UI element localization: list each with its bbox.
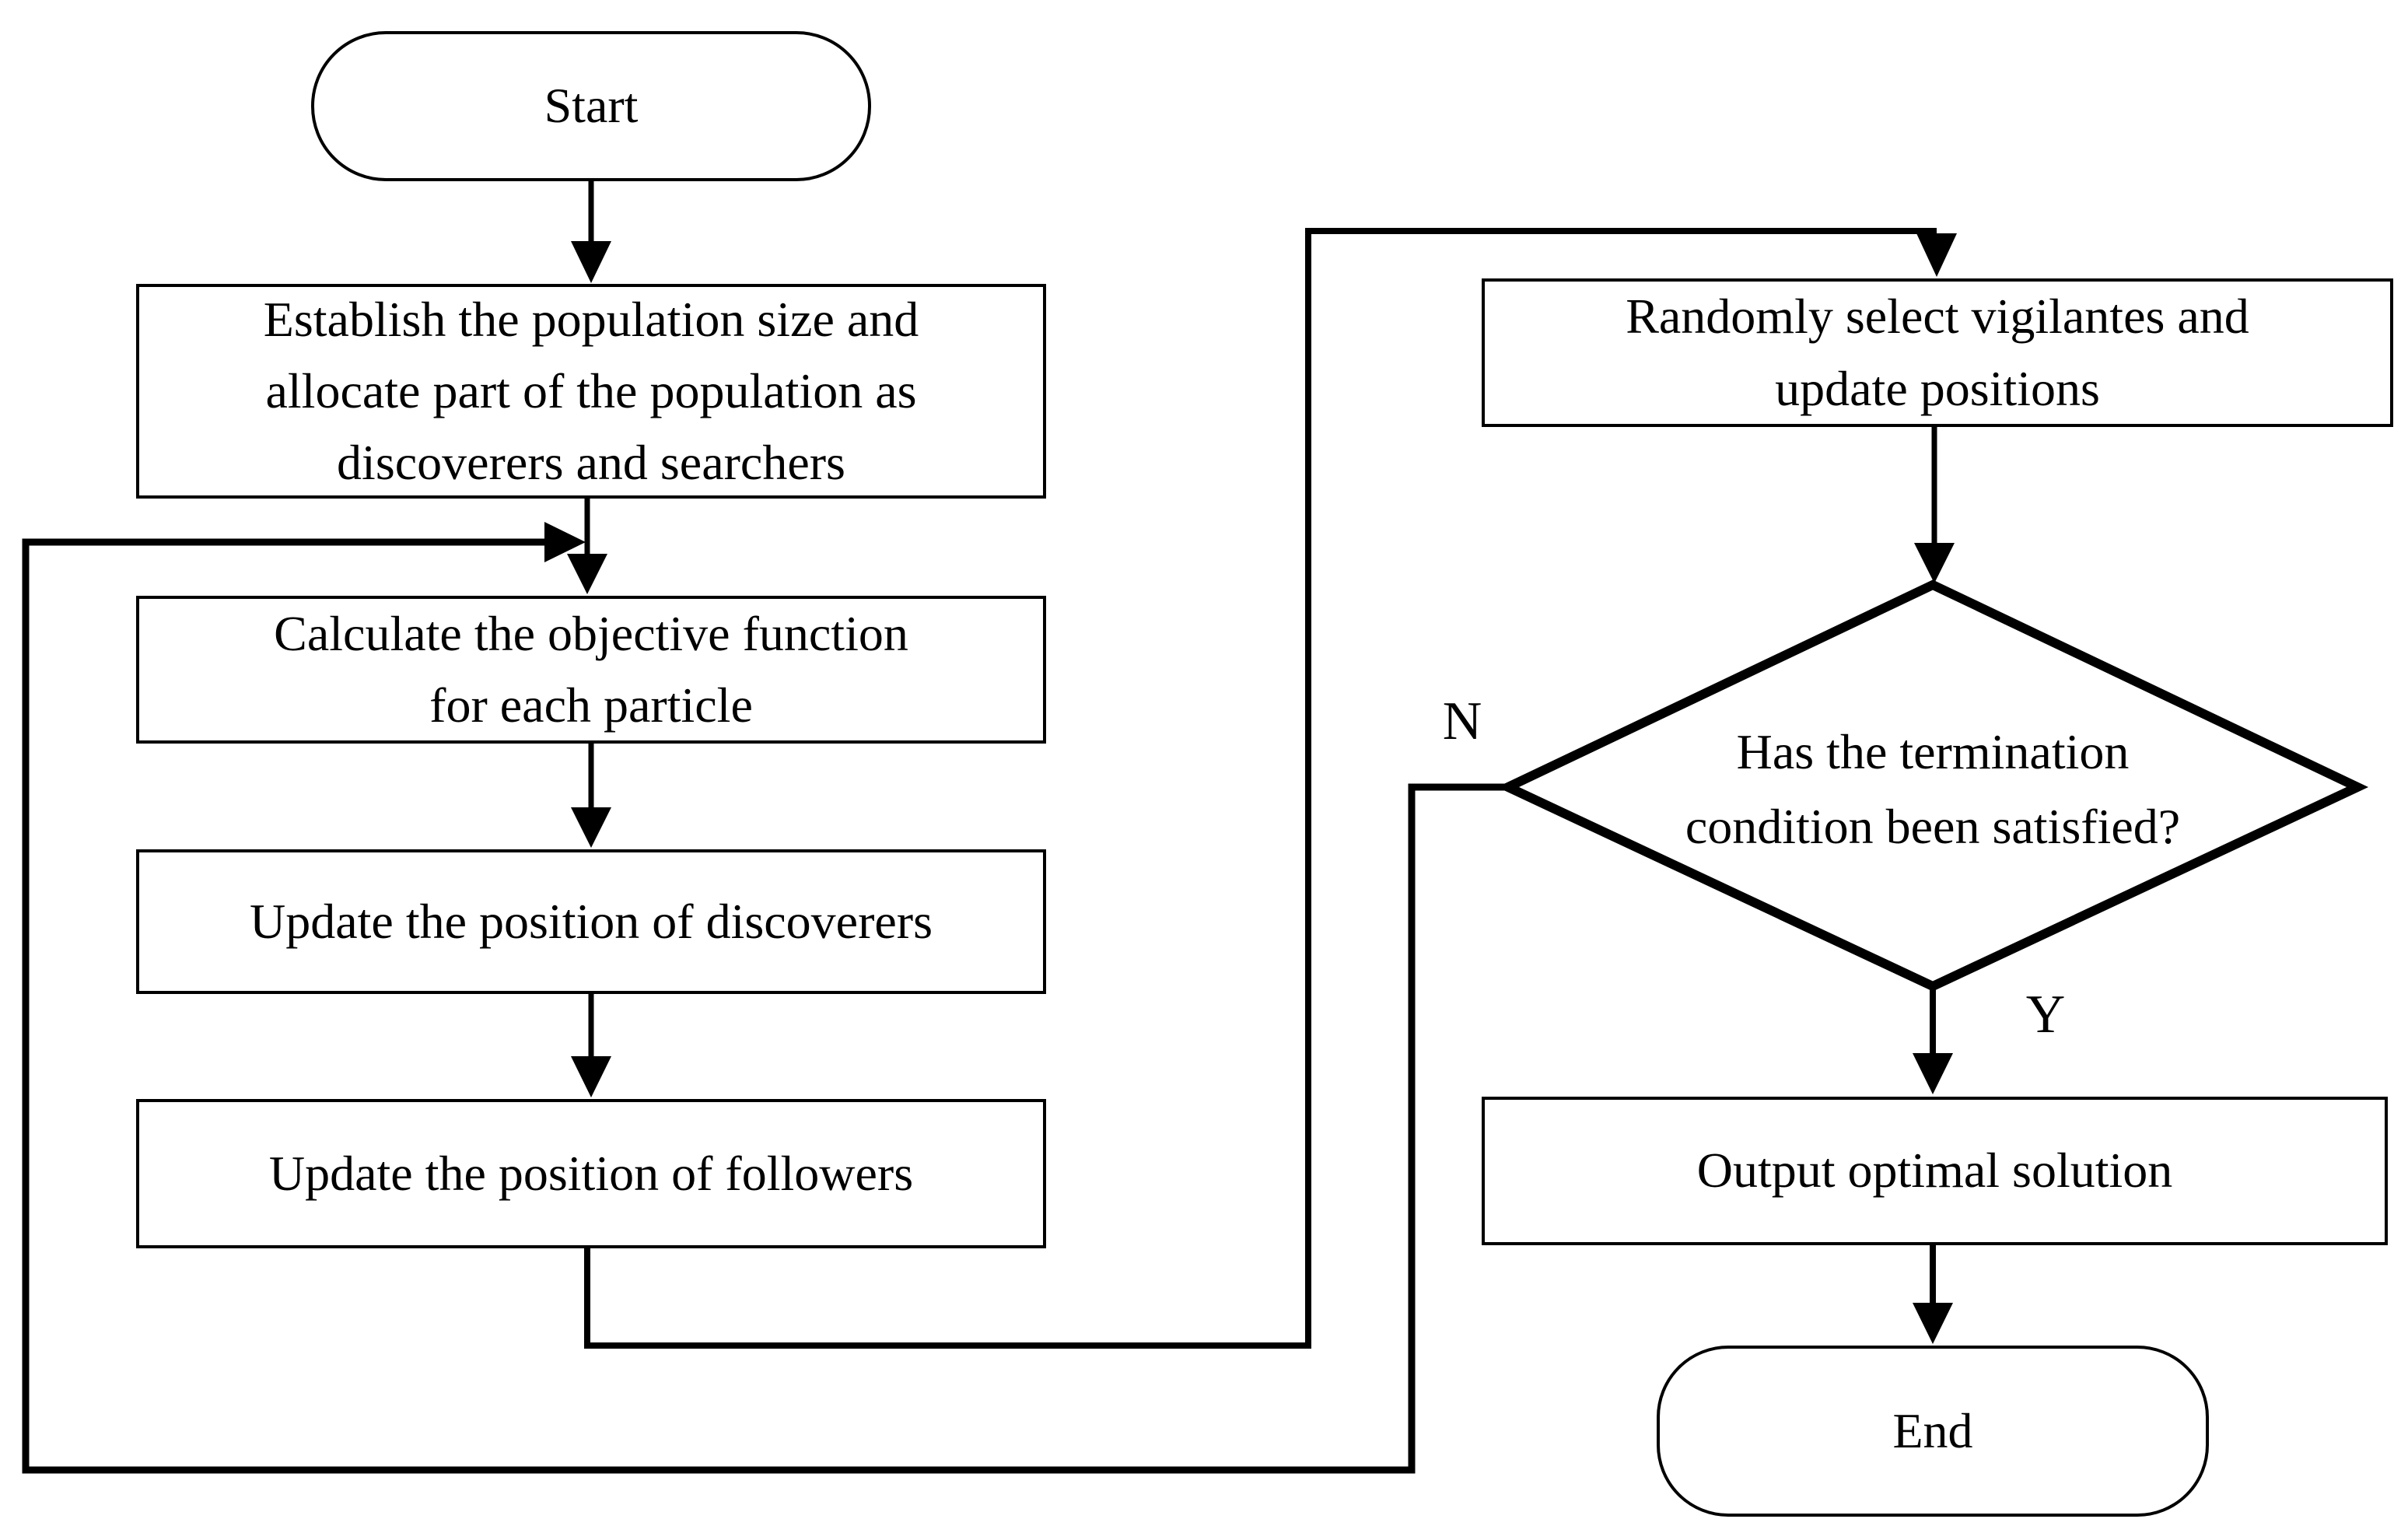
edge-decision-output-yes	[1913, 985, 1953, 1094]
calculate-objective-label: Calculate the objective function for eac…	[274, 605, 908, 733]
update-followers-box: Update the position of followers	[136, 1099, 1046, 1248]
update-discoverers-label: Update the position of discoverers	[250, 893, 933, 949]
establish-population-label: Establish the population size and alloca…	[263, 291, 919, 491]
start-label: Start	[544, 78, 639, 134]
label-yes: Y	[2025, 985, 2066, 1045]
update-followers-label: Update the position of followers	[268, 1145, 914, 1201]
start-terminal: Start	[311, 31, 871, 181]
end-label: End	[1892, 1402, 1973, 1458]
termination-decision-diamond: Has the termination condition been satis…	[1544, 677, 2322, 902]
edge-followers-vigilantes	[584, 228, 1957, 1349]
select-vigilantes-label: Randomly select vigilantes and update po…	[1626, 289, 2249, 416]
select-vigilantes-box: Randomly select vigilantes and update po…	[1482, 278, 2393, 427]
edge-decision-no-loop	[22, 522, 1510, 1474]
edge-establish-calculate	[567, 499, 607, 594]
termination-decision-label: Has the termination condition been satis…	[1685, 724, 2181, 854]
establish-population-box: Establish the population size and alloca…	[136, 284, 1046, 499]
edge-discoverers-followers	[571, 994, 611, 1097]
edge-calculate-discoverers	[571, 744, 611, 848]
calculate-objective-box: Calculate the objective function for eac…	[136, 596, 1046, 744]
label-no: N	[1442, 691, 1482, 751]
edge-start-establish	[571, 181, 611, 283]
edge-vigilantes-decision	[1914, 427, 1955, 583]
output-solution-box: Output optimal solution	[1482, 1097, 2388, 1245]
end-terminal: End	[1657, 1346, 2209, 1517]
update-discoverers-box: Update the position of discoverers	[136, 849, 1046, 994]
output-solution-label: Output optimal solution	[1696, 1143, 2173, 1199]
edge-output-end	[1913, 1245, 1953, 1344]
